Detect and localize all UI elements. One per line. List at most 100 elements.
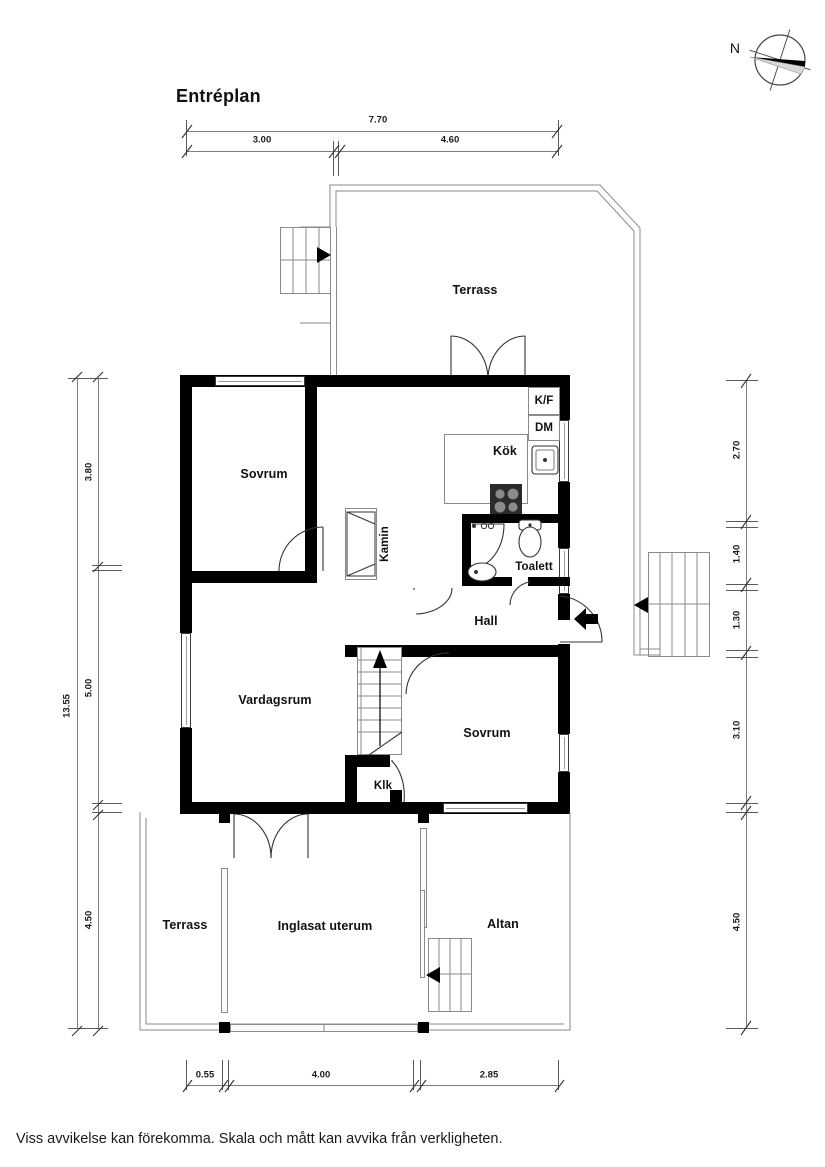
interior-wall-klk-left xyxy=(345,755,357,814)
kamin-hearth-icon xyxy=(346,511,376,577)
right-dim-segment-4-label: 4.50 xyxy=(731,912,743,932)
bottom-dim-segment-2-label: 2.85 xyxy=(479,1069,499,1081)
room-label-sovrum-bottom: Sovrum xyxy=(463,726,511,740)
left-dim-tick-3-80b xyxy=(92,570,122,571)
uterum-corner-post-bl xyxy=(219,1022,230,1033)
left-dim-tick-bottom xyxy=(68,1028,108,1029)
door-sovrum-bottom xyxy=(405,652,449,695)
uterum-glass-wall-left xyxy=(221,868,228,1013)
right-dim-segment-0-label: 2.70 xyxy=(731,440,743,460)
top-dim-total-line xyxy=(186,131,558,132)
right-dim-tick-3-10 xyxy=(726,803,758,804)
compass-north-label: N xyxy=(729,40,741,56)
entrance-stair-direction-arrow-icon xyxy=(634,597,648,613)
right-dim-tick-3-10b xyxy=(726,812,758,813)
right-dim-tick-1-40 xyxy=(726,584,758,585)
uterum-corner-post-tl xyxy=(219,812,230,823)
right-dim-segment-1-label: 1.40 xyxy=(731,544,743,564)
upper-terrace-left-wall-inner xyxy=(336,227,337,383)
room-label-toalett: Toalett xyxy=(515,561,553,573)
room-label-kamin: Kamin xyxy=(379,526,391,562)
kf-unit xyxy=(528,387,560,415)
kitchen-sink-icon xyxy=(531,445,559,475)
room-label-vardagsrum: Vardagsrum xyxy=(238,693,312,707)
right-dim-tick-1-30 xyxy=(726,650,758,651)
bottom-dim-tick-right xyxy=(558,1060,559,1090)
staircase-up-arrow-icon xyxy=(373,650,387,746)
top-dim-slash-marks xyxy=(181,124,563,159)
interior-wall-sovrum-top-right xyxy=(305,375,317,583)
toalett-wall-top xyxy=(462,514,570,523)
left-dim-tick-5-00 xyxy=(92,803,122,804)
bottom-dim-segment-1-label: 4.00 xyxy=(311,1069,331,1081)
door-sovrum-top xyxy=(278,526,324,572)
room-label-hall: Hall xyxy=(474,614,498,628)
right-dim-line xyxy=(746,380,747,1028)
room-label-kok: Kök xyxy=(493,444,517,458)
top-dim-segment-line xyxy=(186,151,558,152)
hall-inner-door xyxy=(413,587,453,615)
dm-unit xyxy=(528,415,560,441)
room-label-altan: Altan xyxy=(487,917,519,931)
stove-cooktop-icon xyxy=(490,484,522,516)
bottom-dim-tick-left xyxy=(186,1060,187,1090)
bottom-dim-tick-4-00 xyxy=(413,1060,414,1090)
bottom-dim-tick-0-55 xyxy=(222,1060,223,1090)
top-dim-segment-0-label: 3.00 xyxy=(252,134,272,146)
front-entrance-door xyxy=(559,595,603,643)
bottom-dim-line xyxy=(186,1085,558,1086)
toalett-wall-left xyxy=(462,514,471,586)
top-dim-tick-mid-a xyxy=(333,141,334,176)
page-title: Entréplan xyxy=(176,86,261,106)
left-dim-segment-line xyxy=(98,378,99,1028)
right-dim-tick-2-70 xyxy=(726,521,758,522)
top-dim-total-label: 7.70 xyxy=(368,114,388,126)
window-sovrum-bottom xyxy=(443,803,528,813)
exterior-wall-right-c xyxy=(558,594,570,620)
room-label-kf: K/F xyxy=(534,395,554,407)
bottom-dim-segment-0-label: 0.55 xyxy=(195,1069,215,1081)
left-dim-total-line xyxy=(77,378,78,1028)
compass-rose xyxy=(749,29,811,91)
interior-wall-sovrum-top-bottom xyxy=(192,571,317,583)
window-sovrum-top xyxy=(215,376,305,386)
exterior-wall-right-e xyxy=(558,772,570,814)
right-dim-tick-1-30b xyxy=(726,657,758,658)
left-dim-total-label: 13.55 xyxy=(61,694,73,718)
window-kok-right xyxy=(559,420,569,482)
room-label-dm: DM xyxy=(534,422,554,434)
left-dim-segment-1-label: 5.00 xyxy=(83,678,95,698)
bottom-dim-slash-marks xyxy=(182,1079,565,1093)
uterum-glass-wall-right-lower xyxy=(420,890,425,978)
room-label-sovrum-top: Sovrum xyxy=(240,467,288,481)
top-dim-tick-left xyxy=(186,120,187,156)
exterior-wall-right-a xyxy=(558,375,570,420)
toalett-wall-bottom xyxy=(462,577,512,586)
right-dim-tick-top xyxy=(726,380,758,381)
room-label-terrass-bottom: Terrass xyxy=(162,918,208,932)
door-toalett xyxy=(509,580,530,606)
door-klk xyxy=(391,760,405,803)
right-terrace-outline xyxy=(633,240,660,656)
top-dim-segment-1-label: 4.60 xyxy=(440,134,460,146)
window-toalett-right xyxy=(559,548,569,594)
room-label-klk: Klk xyxy=(373,780,393,792)
right-dim-tick-bottom xyxy=(726,1028,758,1029)
altan-stair-direction-arrow-icon xyxy=(426,967,440,983)
left-dim-tick-5-00b xyxy=(92,812,122,813)
entrance-stair-treads xyxy=(648,552,710,657)
top-dim-tick-right xyxy=(558,120,559,156)
right-dim-segment-3-label: 3.10 xyxy=(731,720,743,740)
right-dim-segment-2-label: 1.30 xyxy=(731,610,743,630)
exterior-wall-left-lower xyxy=(180,728,192,814)
front-door-direction-arrow-icon xyxy=(574,608,598,630)
upper-terrace-left-wall xyxy=(330,227,331,383)
uterum-double-door xyxy=(233,813,309,859)
uterum-glass-mullions xyxy=(323,1024,325,1032)
top-dim-tick-mid-b xyxy=(338,141,339,176)
terrace-double-door xyxy=(450,335,526,381)
left-dim-segment-2-label: 4.50 xyxy=(83,910,95,930)
uterum-corner-post-tr xyxy=(418,812,429,823)
bottom-dim-tick-4-00b xyxy=(420,1060,421,1090)
